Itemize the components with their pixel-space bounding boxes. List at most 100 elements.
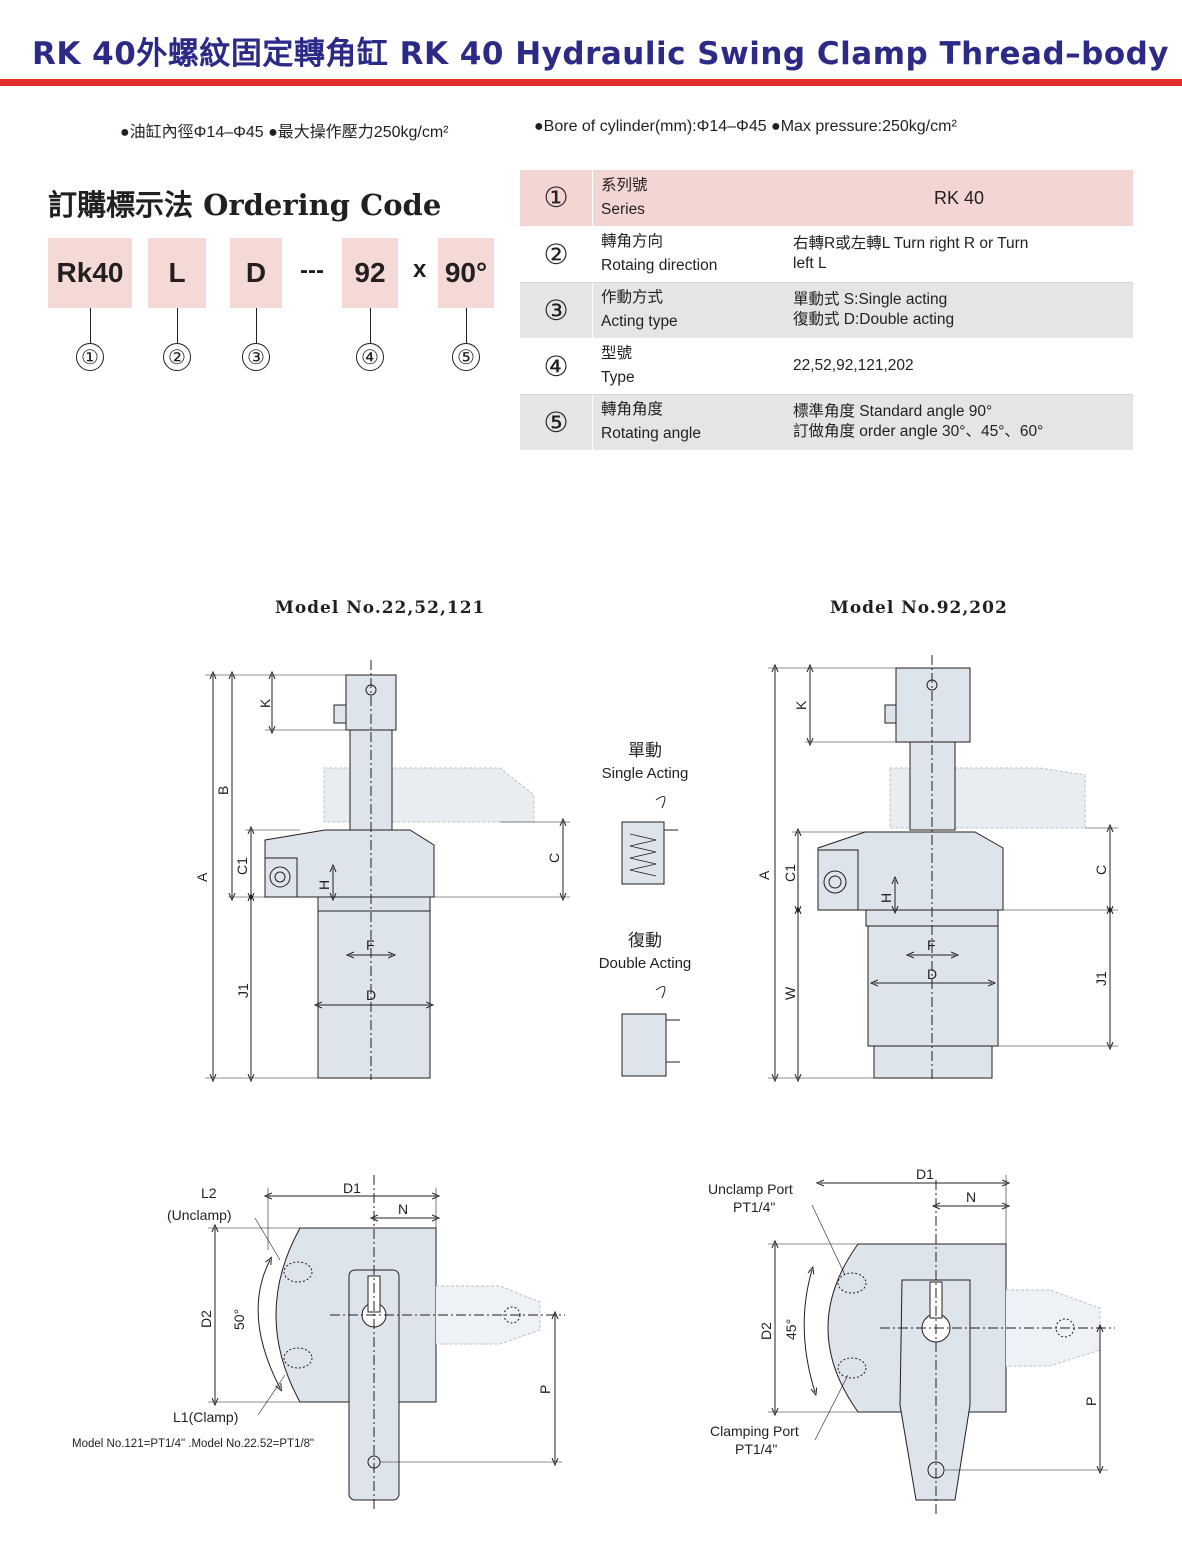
value-line: 標準角度 Standard angle 90° [793, 403, 993, 420]
dim-label: A [756, 870, 772, 880]
code-number: ② [163, 343, 191, 371]
dim-label: H [316, 880, 332, 890]
row-value: 標準角度 Standard angle 90° 訂做角度 order angle … [785, 394, 1133, 451]
value-line: 22,52,92,121,202 [793, 357, 914, 374]
code-angle: 90° [438, 238, 494, 308]
row-value: 22,52,92,121,202 [785, 338, 1133, 395]
right-side-view [768, 655, 1118, 1080]
code-number: ⑤ [452, 343, 480, 371]
row-number: ④ [520, 338, 593, 395]
dim-label: K [257, 698, 273, 708]
row-name: 系列號 Series [592, 170, 785, 227]
row-number: ③ [520, 282, 593, 339]
dim-label: C1 [782, 864, 798, 882]
spec-zh: ●油缸內徑Φ14–Φ45 ●最大操作壓力250kg/cm² [120, 124, 449, 141]
dim-label: K [793, 700, 809, 710]
row-name: 轉角角度 Rotating angle [592, 394, 785, 451]
double-en: Double Acting [598, 955, 692, 972]
code-leader [90, 308, 91, 344]
row-number: ② [520, 226, 593, 283]
value-line: 右轉R或左轉L Turn right R or Turn [793, 235, 1029, 252]
name-en: Rotating angle [601, 425, 701, 442]
value-line: 單動式 S:Single acting [793, 291, 948, 308]
dim-label: D [927, 966, 937, 982]
name-zh: 作動方式 [601, 289, 664, 306]
value-line: 訂做角度 order angle 30°、45°、60° [793, 423, 1044, 440]
name-zh: 轉角角度 [601, 401, 664, 418]
code-leader [177, 308, 178, 344]
name-en: Rotaing direction [601, 257, 718, 274]
unclamp-port-label: Unclamp Port [708, 1181, 793, 1197]
dim-label: W [782, 986, 798, 1000]
row-name: 型號 Type [592, 338, 785, 395]
code-type: 92 [342, 238, 398, 308]
double-acting-symbol [621, 985, 680, 1077]
port-size-label: PT1/4" [733, 1199, 775, 1215]
dim-label: A [194, 872, 210, 882]
dim-label: J1 [235, 983, 251, 998]
row-value: 單動式 S:Single acting 復動式 D:Double acting [785, 282, 1133, 339]
dim-label: N [398, 1201, 408, 1217]
angle-label: 45° [783, 1319, 799, 1340]
unclamp-label: (Unclamp) [167, 1207, 232, 1223]
title-rule [0, 79, 1182, 86]
value-line: left L [793, 255, 827, 272]
name-en: Acting type [601, 313, 678, 330]
code-number: ③ [242, 343, 270, 371]
table-row: ② 轉角方向 Rotaing direction 右轉R或左轉L Turn rig… [520, 226, 1133, 283]
code-leader [466, 308, 467, 344]
code-direction: L [148, 238, 206, 308]
port-note: Model No.121=PT1/4" .Model No.22.52=PT1/… [72, 1438, 315, 1450]
dim-label: C [546, 853, 562, 863]
single-acting-label: 單動 Single Acting [585, 736, 705, 782]
table-row: ④ 型號 Type 22,52,92,121,202 [520, 338, 1133, 395]
code-x: x [413, 256, 427, 283]
dim-label: D2 [758, 1322, 774, 1340]
value-line: 復動式 D:Double acting [793, 311, 955, 328]
dim-label: N [966, 1189, 976, 1205]
row-name: 作動方式 Acting type [592, 282, 785, 339]
dim-label: P [537, 1385, 553, 1394]
row-number: ⑤ [520, 394, 593, 451]
code-series: Rk40 [48, 238, 132, 308]
dim-label: D2 [198, 1310, 214, 1328]
double-zh: 復動 [628, 931, 662, 950]
dim-label: B [215, 786, 231, 795]
code-dash: --- [300, 257, 324, 284]
code-leader [256, 308, 257, 344]
table-row: ③ 作動方式 Acting type 單動式 S:Single acting 復動式… [520, 282, 1133, 339]
row-number: ① [520, 170, 593, 227]
single-en: Single Acting [601, 765, 689, 782]
code-number: ① [76, 343, 104, 371]
single-acting-symbol [621, 795, 678, 885]
dim-label: C1 [234, 857, 250, 875]
clamping-port-label: Clamping Port [710, 1423, 799, 1439]
dim-label: C [1093, 865, 1109, 875]
name-zh: 轉角方向 [601, 233, 664, 250]
dim-label: D1 [343, 1180, 361, 1196]
ordering-table: ① 系列號 Series RK 40 ② 轉角方向 Rotaing directio… [520, 170, 1133, 451]
dim-label: F [927, 937, 936, 953]
l1-label: L1(Clamp) [173, 1409, 238, 1425]
model-label-right: Model No.92,202 [830, 598, 1008, 618]
single-zh: 單動 [628, 741, 662, 760]
double-acting-label: 復動 Double Acting [585, 926, 705, 972]
dim-label: D [366, 987, 376, 1003]
code-leader [370, 308, 371, 344]
name-zh: 系列號 [601, 176, 648, 194]
name-en: Type [601, 369, 635, 386]
table-row: ① 系列號 Series RK 40 [520, 170, 1133, 227]
row-value: RK 40 [785, 170, 1133, 227]
port-size-label: PT1/4" [735, 1441, 777, 1457]
model-label-left: Model No.22,52,121 [275, 598, 486, 618]
angle-label: 50° [231, 1309, 247, 1330]
name-en: Series [601, 200, 645, 218]
table-row: ⑤ 轉角角度 Rotating angle 標準角度 Standard angle… [520, 394, 1133, 451]
name-zh: 型號 [601, 345, 633, 362]
dim-label: D1 [916, 1166, 934, 1182]
dim-label: F [366, 937, 375, 953]
page-title: RK 40外螺紋固定轉角缸 RK 40 Hydraulic Swing Clam… [32, 36, 1170, 72]
spec-en: ●Bore of cylinder(mm):Φ14–Φ45 ●Max press… [534, 118, 957, 135]
code-number: ④ [356, 343, 384, 371]
